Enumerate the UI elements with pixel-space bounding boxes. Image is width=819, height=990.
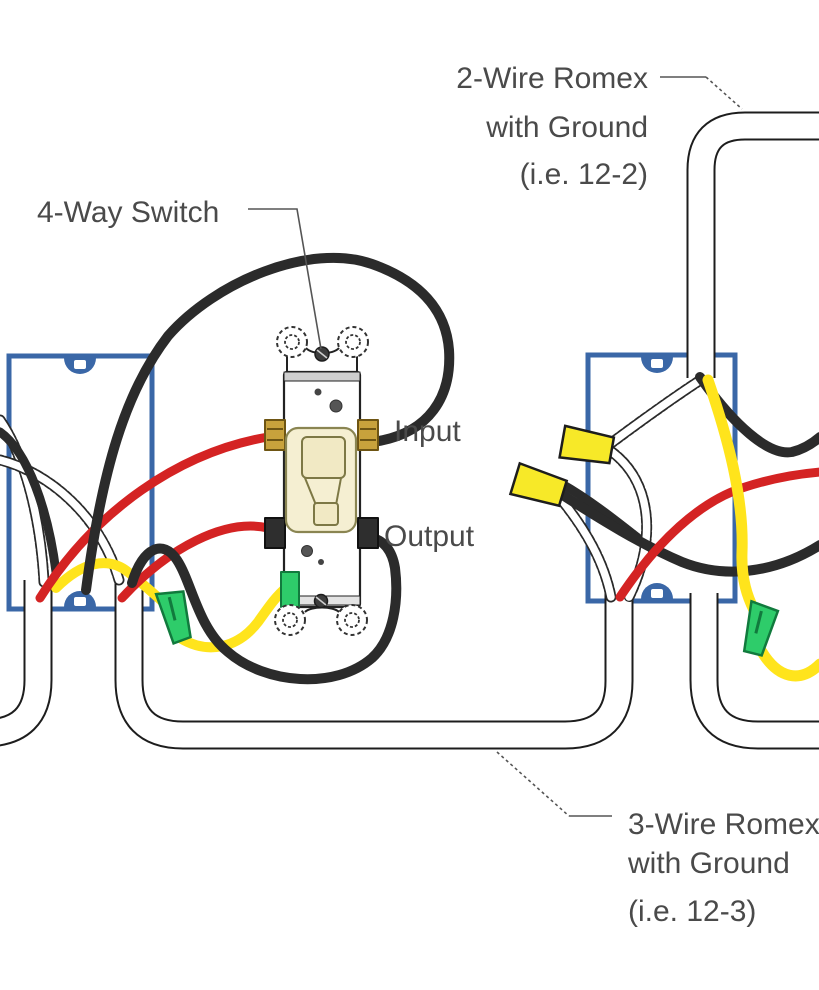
output-terminal-left [264,517,286,549]
input-terminal-left [264,419,286,451]
cable-two-wire [686,111,819,380]
white-wire-pair-right-3 [554,492,617,603]
left-box-top-tab-hole [74,360,86,369]
red-wire-right [615,467,819,602]
three-wire-line1: 3-Wire Romex [628,808,819,841]
switch-strap-bar-top [283,371,361,382]
black-wire-loop-to-output [127,532,402,685]
red-wire-to-input [35,432,273,603]
yellow-wire-nut-lower [508,461,569,508]
output-label: Output [384,520,475,553]
four-way-leader [248,208,322,350]
three-wire-line2: with Ground [627,847,790,880]
black-wire-twist-right [553,487,819,577]
right-box-wires [508,372,819,682]
right-box-bottom-tab-hole [651,589,663,598]
four-way-switch [264,326,379,636]
switch-screw-lower [301,545,313,557]
switch-screw-small-lower [318,559,324,565]
input-label: Input [394,415,461,448]
yellow-ground-pigtail-to-switch [175,583,291,653]
three-wire-leader-dotted [496,751,570,817]
input-terminal-right [357,419,379,451]
switch-screw-small-upper [314,388,322,396]
labels: 2-Wire Romex with Ground (i.e. 12-2) 4-W… [37,62,819,928]
black-wire-from-two-wire [695,372,819,458]
romex-cables [0,111,819,750]
switch-screw-upper [329,399,343,413]
three-wire-line3: (i.e. 12-3) [628,895,756,928]
green-wire-nut-right [742,599,780,657]
red-wire-to-output [117,521,273,603]
right-box-top-tab-hole [651,359,663,368]
white-wire-pair-left-2 [0,454,125,586]
switch-toggle [284,426,358,534]
label-two-wire-romex: 2-Wire Romex with Ground (i.e. 12-2) [456,62,743,191]
two-wire-line2: with Ground [485,111,648,144]
two-wire-line1: 2-Wire Romex [456,62,648,95]
yellow-ground-loop-right [756,646,819,682]
ground-screw-green [280,571,300,608]
two-wire-line3: (i.e. 12-2) [520,158,648,191]
output-terminal-right [357,517,379,549]
green-wire-nut-left [154,590,192,646]
black-wire-arc-to-input [81,252,455,595]
yellow-ground-wire-left-a [51,558,167,606]
cable-right-exit [689,591,819,750]
left-box-wires [0,252,455,685]
yellow-wire-nut-upper [558,424,616,465]
switch-top-strap [276,326,369,374]
white-wire-pair-right-1 [604,375,705,450]
cable-left-exit [0,578,53,747]
left-box-bottom-tab-hole [74,597,86,606]
label-three-wire-romex: 3-Wire Romex with Ground (i.e. 12-3) [496,751,819,928]
cable-three-wire-run [114,576,634,750]
yellow-ground-wire-right [702,374,760,616]
four-way-switch-text: 4-Way Switch [37,196,219,229]
label-four-way-switch: 4-Way Switch [37,196,322,350]
switch-bottom-strap [274,593,368,636]
black-wire-left-exit [0,427,61,577]
two-wire-leader-dotted [705,76,743,110]
